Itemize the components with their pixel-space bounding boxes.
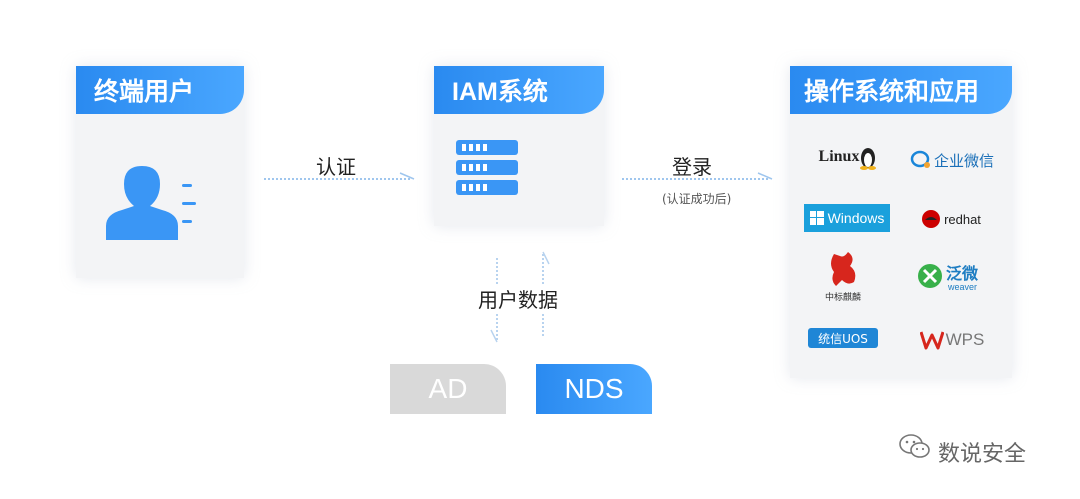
- login-label: 登录: [672, 155, 712, 179]
- iam-card: IAM系统: [434, 66, 604, 226]
- windows-logo: Windows: [804, 204, 890, 232]
- wechat-icon: [899, 434, 930, 458]
- wecom-logo: 企业微信: [902, 146, 1002, 174]
- redhat-logo: redhat: [916, 206, 986, 232]
- user-data-label: 用户数据: [476, 284, 560, 313]
- auth-arrow: [264, 172, 415, 180]
- wps-icon: [919, 331, 944, 350]
- weaver-logo: 泛微 weaver: [916, 260, 990, 296]
- uos-logo: 统信UOS: [808, 328, 878, 348]
- apps-title: 操作系统和应用: [790, 66, 1012, 114]
- wecom-icon: [910, 150, 930, 168]
- login-arrow: [622, 172, 773, 180]
- auth-label: 认证: [316, 155, 356, 179]
- linux-logo: Linux: [816, 140, 880, 174]
- ad-box: AD: [390, 364, 506, 414]
- wps-logo: WPS: [912, 326, 992, 354]
- nds-box: NDS: [536, 364, 652, 414]
- server-icon: [456, 140, 518, 195]
- login-note: (认证成功后): [662, 192, 732, 206]
- zhongbiao-logo: 中标麒麟: [816, 250, 870, 306]
- end-user-card: 终端用户: [76, 66, 244, 278]
- redhat-icon: [922, 210, 941, 228]
- weaver-icon: [918, 264, 942, 288]
- windows-icon: [809, 211, 824, 225]
- user-icon: [106, 166, 196, 240]
- watermark-text: 数说安全: [938, 442, 1027, 467]
- end-user-title: 终端用户: [76, 66, 244, 114]
- iam-title: IAM系统: [434, 66, 604, 114]
- tux-icon: [860, 148, 877, 170]
- apps-card: 操作系统和应用 Linux 企业微信 Windows redhat: [790, 66, 1012, 378]
- kylin-icon: [831, 252, 856, 286]
